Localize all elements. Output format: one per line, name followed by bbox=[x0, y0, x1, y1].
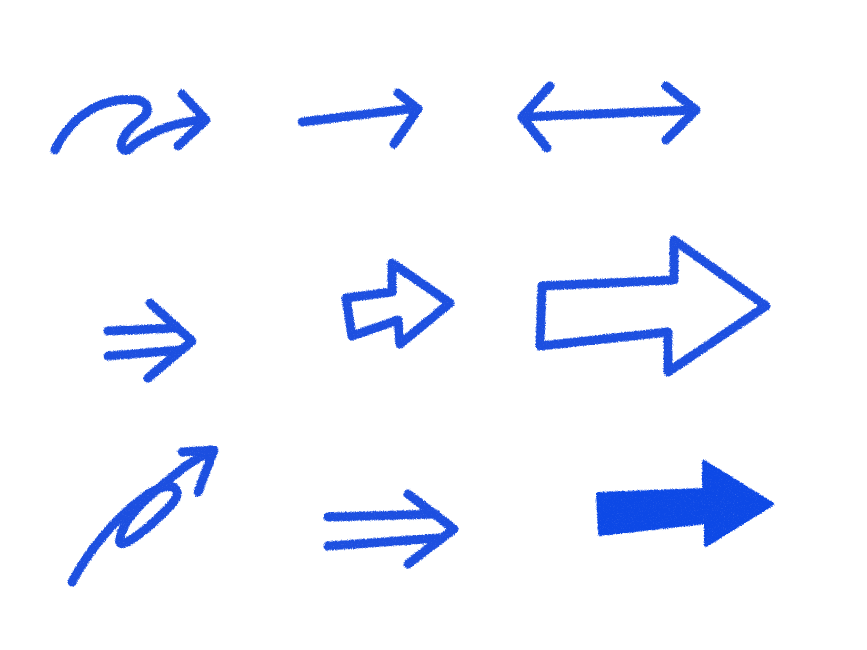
large-outline-block-arrow-icon bbox=[535, 235, 771, 377]
double-line-arrow-icon bbox=[103, 298, 197, 383]
double-line-long-arrow-icon bbox=[323, 489, 459, 569]
small-outline-block-arrow-icon bbox=[341, 258, 455, 349]
double-headed-arrow-icon bbox=[517, 81, 701, 153]
looping-diagonal-arrow-icon bbox=[67, 445, 219, 587]
filled-block-arrow-icon bbox=[596, 460, 774, 547]
straight-arrow-icon bbox=[297, 88, 423, 149]
curly-loop-arrow-icon bbox=[50, 89, 211, 155]
